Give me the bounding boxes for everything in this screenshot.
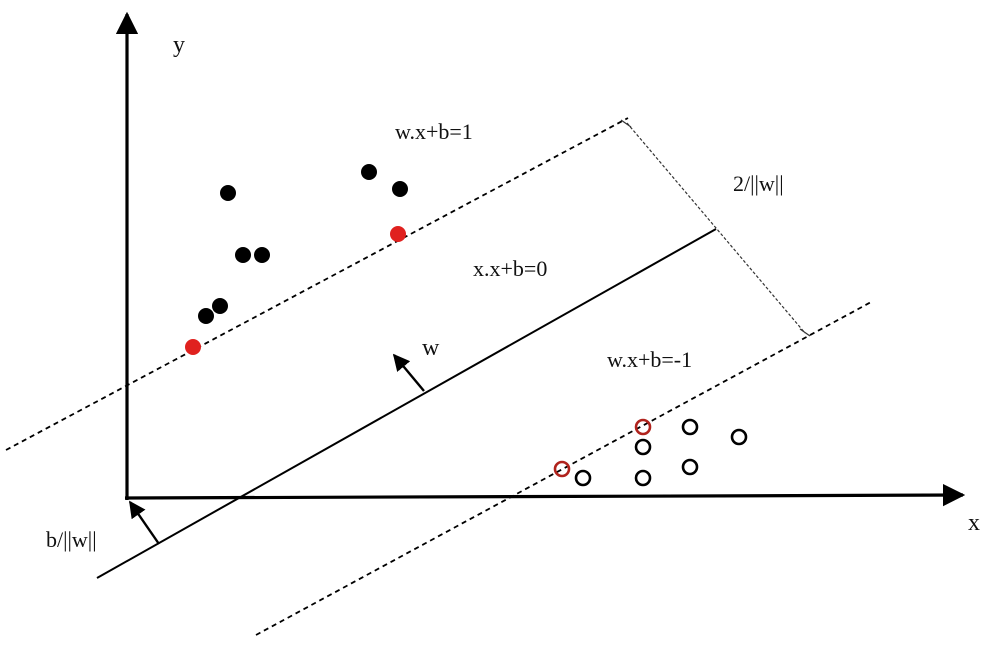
margin-dimension-line <box>626 122 806 334</box>
positive-sample <box>361 164 377 180</box>
positive-sample <box>392 181 408 197</box>
positive-sample <box>198 308 214 324</box>
positive-sample <box>254 247 270 263</box>
decision-boundary-label: x.x+b=0 <box>473 256 547 281</box>
negative-support-vector <box>553 460 571 478</box>
x-axis <box>124 483 966 507</box>
negative-sample <box>634 438 652 456</box>
negative-sample <box>681 418 699 436</box>
negative-sample <box>681 458 699 476</box>
upper-margin-line <box>5 117 629 451</box>
margin-width-label: 2/||w|| <box>733 171 784 196</box>
margin-dimension-start-cap <box>799 328 811 337</box>
positive-sample <box>220 185 236 201</box>
x-axis-label: x <box>968 510 980 536</box>
decision-boundary-line <box>96 228 717 579</box>
negative-support-vector <box>634 418 652 436</box>
offset-vector-arrow <box>129 500 160 545</box>
upper-margin-label: w.x+b=1 <box>395 119 473 144</box>
positive-sample <box>212 298 228 314</box>
normal-vector-label: w <box>422 335 440 361</box>
margin-dimension-end-cap <box>620 119 632 128</box>
negative-sample <box>574 469 592 487</box>
lower-margin-label: w.x+b=-1 <box>607 347 692 372</box>
positive-sample <box>235 247 251 263</box>
negative-sample <box>730 428 748 446</box>
offset-label: b/||w|| <box>46 527 97 552</box>
y-axis-label: y <box>173 32 185 58</box>
positive-support-vector <box>390 226 406 242</box>
negative-sample <box>634 469 652 487</box>
positive-support-vector <box>185 339 201 355</box>
normal-vector-w-arrow <box>392 353 425 392</box>
lower-margin-line <box>255 300 874 636</box>
